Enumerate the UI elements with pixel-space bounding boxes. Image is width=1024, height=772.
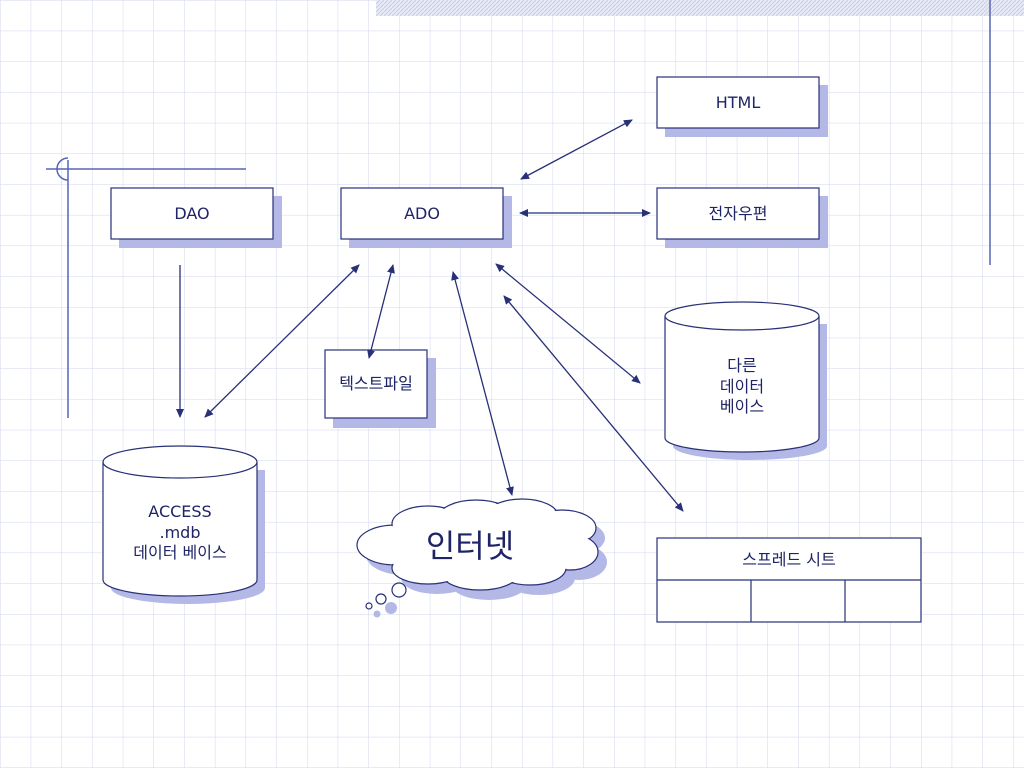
connectors bbox=[176, 119, 684, 512]
html-box-label: HTML bbox=[716, 93, 761, 112]
access-database-cylinder: ACCESS .mdb 데이터 베이스 bbox=[102, 445, 265, 604]
access-db-label-line1: ACCESS bbox=[148, 502, 211, 521]
internet-cloud: 인터넷 bbox=[356, 498, 607, 618]
access-db-label-line2: .mdb bbox=[160, 523, 201, 542]
ado-box: ADO bbox=[340, 187, 512, 248]
spreadsheet-table: 스프레드 시트 bbox=[656, 537, 922, 623]
arrow-ado-access bbox=[204, 264, 360, 418]
other-db-label-line1: 다른 bbox=[727, 356, 756, 375]
arrow-ado-spreadsheet bbox=[503, 295, 684, 512]
textfile-box: 텍스트파일 bbox=[324, 349, 436, 428]
crosshair-decoration bbox=[46, 157, 246, 418]
textfile-box-label: 텍스트파일 bbox=[339, 374, 413, 393]
other-db-label-line2: 데이터 bbox=[720, 377, 764, 396]
access-db-label-line3: 데이터 베이스 bbox=[133, 543, 226, 562]
internet-cloud-label: 인터넷 bbox=[426, 527, 514, 565]
spreadsheet-title: 스프레드 시트 bbox=[742, 550, 835, 569]
email-box-label: 전자우편 bbox=[709, 204, 768, 223]
top-decorative-band bbox=[376, 0, 1024, 16]
dao-box: DAO bbox=[110, 187, 282, 248]
dao-box-label: DAO bbox=[174, 204, 209, 223]
html-box: HTML bbox=[656, 76, 828, 137]
arrow-ado-internet bbox=[451, 271, 514, 496]
other-db-label-line3: 베이스 bbox=[720, 397, 764, 416]
arrow-ado-html bbox=[520, 119, 633, 180]
arrow-ado-textfile bbox=[367, 264, 395, 359]
other-database-cylinder: 다른 데이터 베이스 bbox=[664, 301, 827, 460]
ado-box-label: ADO bbox=[404, 204, 440, 223]
email-box: 전자우편 bbox=[656, 187, 828, 248]
